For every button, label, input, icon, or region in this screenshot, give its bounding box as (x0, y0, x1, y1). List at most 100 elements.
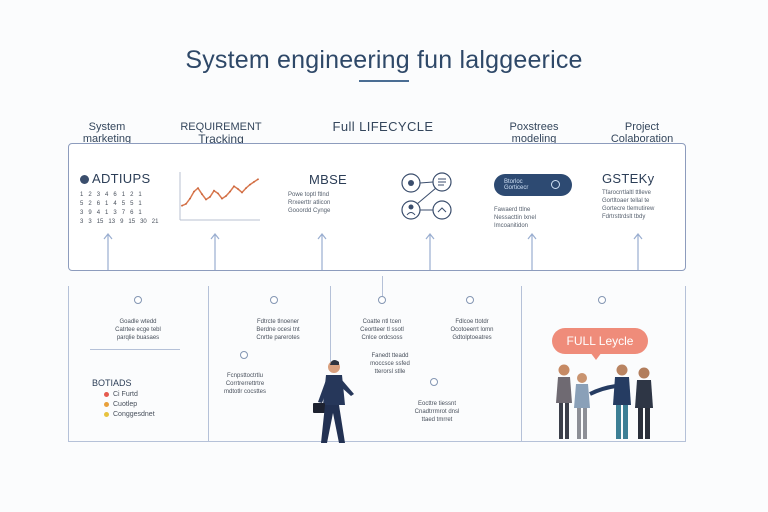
process-line: Nessacttin lxnel (494, 215, 537, 221)
requirement-trend-chart (179, 172, 260, 221)
note-block-2: Fdtrcte tlnoener Berdne ocesi tnt Cnrtte… (238, 318, 318, 342)
collab-line: Fdrtrsttrdslt tbdy (602, 214, 646, 220)
team-member-head (558, 364, 570, 376)
arrow-up-icon (317, 233, 327, 270)
cal-cell: 9 (88, 210, 92, 216)
note-line: Ocotoeerrt lomn (450, 327, 494, 333)
chart-point (233, 185, 235, 188)
cal-cell: 1 (138, 192, 142, 198)
collab-lines: Tfarocrrtlaltl ttlleve Gortltoaer tellal… (602, 189, 678, 221)
cal-cell: 4 (105, 192, 109, 198)
node-dot (430, 378, 438, 386)
mbse-lines: Powe toptl ftlnd Rrxeerttr atlicon Gooor… (288, 191, 368, 215)
cal-cell: 2 (130, 192, 134, 198)
calendar-icon (80, 175, 89, 185)
node-dot (466, 296, 474, 304)
chart-point (245, 187, 247, 189)
calendar-title-text: ADTIUPS (92, 171, 151, 186)
team-member-head (638, 367, 650, 379)
column-label-system-marketing: System marketing (70, 121, 144, 145)
mbse-title: MBSE (308, 172, 348, 187)
node-dot (598, 296, 606, 304)
chart-point (181, 204, 183, 207)
legend-label: Ci Furtd (113, 391, 138, 398)
settings-icon (551, 180, 560, 189)
calendar-title: ADTIUPS (80, 171, 170, 186)
note-line: ttaed tmrret (421, 417, 453, 423)
arrow-up-icon (425, 233, 435, 270)
connector (416, 187, 437, 205)
cal-cell: 4 (113, 201, 117, 207)
legend-label: Cuotlep (113, 401, 138, 408)
note-block-5: Fanedt tteadd moccsce ssfed tterorsl stl… (356, 352, 424, 376)
column-label-line: REQUIREMENT (180, 121, 262, 133)
legend-item: Conggesdnet (104, 410, 172, 420)
team-member-legs (616, 405, 628, 439)
bubble-tail (590, 352, 602, 360)
bottom-section-1 (68, 286, 208, 442)
note-line: Fanedt tteadd (371, 353, 409, 359)
node-dot (240, 351, 248, 359)
team-member-legs (638, 408, 650, 439)
process-list: Fawaerd ttlne Nessacttin lxnel Imcoaniti… (494, 206, 578, 230)
team-member-body (613, 377, 631, 405)
chart-point (257, 178, 259, 181)
pill-line: Gorticecr (504, 185, 529, 191)
person-hair (330, 360, 339, 365)
note-line: tterorsl stlle (374, 369, 406, 375)
chart-point (237, 188, 239, 190)
note-block-6: Fdlcoe ttotdr Ocotoeerrt lomn Gdtolptoea… (436, 318, 508, 342)
note-block-3: Fcnpsttoctrtlu Corrtrerrettrtre mdtotlr … (210, 372, 280, 396)
column-label-process-modeling: Poxstrees modeling (494, 121, 574, 145)
team-member-head (577, 373, 587, 383)
pill-line: Btorloc (504, 179, 523, 185)
legend-item: Cuotlep (104, 400, 172, 410)
note-line: Corrtrerrettrtre (225, 381, 265, 387)
note-line: moccsce ssfed (370, 361, 410, 367)
chart-point (185, 203, 187, 205)
note-block-4: Coatte ntl tcen Ceortteer tl ssotl Cnlce… (346, 318, 418, 342)
link-icon (437, 207, 447, 213)
team-member-legs (577, 408, 587, 439)
note-line: Berdne ocesi tnt (256, 327, 300, 333)
chart-point (225, 195, 227, 197)
businessman-illustration (313, 360, 354, 443)
column-label-line: Project (624, 121, 660, 133)
person-icon (408, 204, 414, 210)
team-member-legs (559, 403, 569, 439)
note-block-1: Goadle wtedd Catrtee ecge tebl parqlie b… (98, 318, 178, 342)
team-member-body (635, 380, 653, 408)
cal-cell: 13 (108, 219, 116, 225)
mbse-line: Gooordd Cynge (288, 208, 331, 214)
briefcase-icon (313, 403, 325, 413)
team-member-body (574, 384, 590, 408)
cal-cell: 2 (88, 192, 92, 198)
chart-point (249, 183, 251, 186)
note-line: Coatte ntl tcen (362, 319, 402, 325)
process-pill[interactable]: Btorloc Gorticecr (494, 174, 572, 196)
cal-cell: 6 (130, 210, 134, 216)
chart-point (189, 197, 191, 200)
legend-marker (104, 411, 109, 417)
legend: BOTIADS Ci Furtd Cuotlep Conggesdnet (92, 378, 172, 420)
cal-cell: 6 (96, 201, 101, 207)
note-line: Fdlcoe ttotdr (455, 319, 489, 325)
cal-cell: 3 (88, 219, 92, 225)
note-line: Gdtolptoeatres (452, 335, 492, 341)
collab-line: Tfarocrrtlaltl ttlleve (602, 190, 652, 196)
cal-cell: 21 (151, 219, 159, 225)
note-line: Fcnpsttoctrtlu (226, 373, 263, 379)
mbse-line: Rrxeerttr atlicon (288, 200, 331, 206)
note-line: Goadle wtedd (119, 319, 157, 325)
full-lifecycle-bubble: FULL Leycle (552, 328, 648, 354)
mbse-line: Powe toptl ftlnd (288, 192, 330, 198)
note-line: Cnadtrrmrot dnsl (414, 409, 460, 415)
team-member-head (616, 364, 628, 376)
arrow-up-icon (633, 233, 643, 270)
cal-cell: 9 (120, 219, 124, 225)
person-arm (340, 380, 354, 396)
legend-label: Conggesdnet (113, 411, 155, 418)
